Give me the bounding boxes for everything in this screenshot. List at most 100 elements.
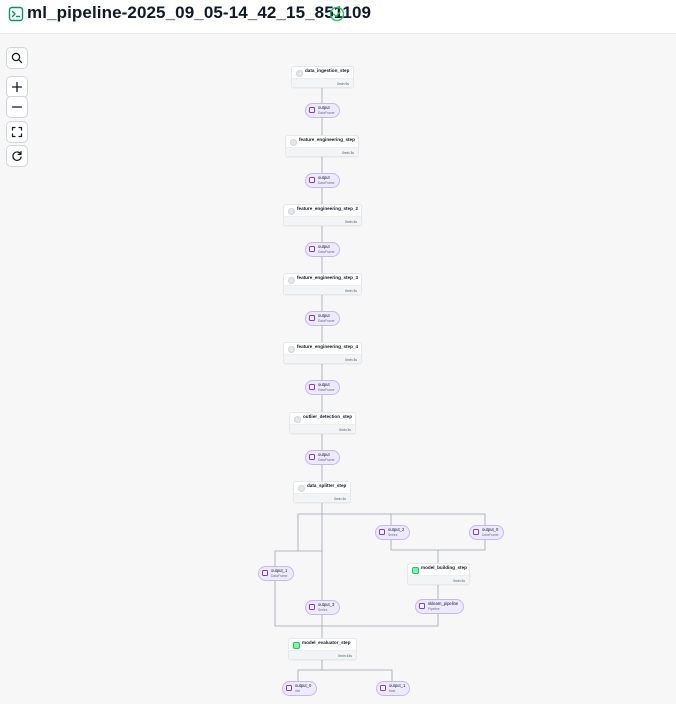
artifact-node[interactable]: output_0 dict bbox=[282, 681, 317, 696]
artifact-type: DataFrame bbox=[482, 533, 499, 537]
status-dot bbox=[288, 277, 295, 284]
artifact-name: output_3 bbox=[318, 602, 335, 607]
artifact-node[interactable]: output DataFrame bbox=[305, 450, 340, 465]
step-duration: 0min 4s bbox=[334, 497, 346, 501]
database-icon bbox=[262, 570, 268, 576]
database-icon bbox=[309, 107, 315, 113]
pipeline-step[interactable]: outlier_detection_step 0min 3s bbox=[289, 412, 356, 434]
page-header: ml_pipeline-2025_09_05-14_42_15_851109 bbox=[0, 0, 676, 34]
pipeline-step[interactable]: feature_engineering_step_2 0min 4s bbox=[283, 204, 362, 226]
dag-canvas[interactable]: data_ingestion_step 0min 9s feature_engi… bbox=[0, 34, 676, 704]
page-title: ml_pipeline-2025_09_05-14_42_15_851109 bbox=[27, 3, 372, 22]
database-icon bbox=[379, 529, 385, 535]
status-dot bbox=[290, 139, 297, 146]
artifact-type: DataFrame bbox=[318, 181, 335, 185]
step-name: feature_engineering_step_4 bbox=[297, 344, 359, 349]
edge bbox=[322, 612, 439, 627]
artifact-type: Series bbox=[318, 608, 328, 612]
artifact-name: sklearn_pipeline bbox=[428, 601, 459, 606]
database-icon bbox=[309, 315, 315, 321]
artifact-node[interactable]: output DataFrame bbox=[305, 380, 340, 395]
pipeline-icon bbox=[419, 603, 425, 609]
search-button[interactable] bbox=[6, 47, 28, 69]
artifact-type: Pipeline bbox=[428, 607, 440, 611]
database-icon bbox=[473, 529, 479, 535]
step-name: feature_engineering_step_3 bbox=[297, 275, 359, 280]
artifact-node[interactable]: output_0 DataFrame bbox=[469, 525, 504, 540]
check-circle-icon bbox=[329, 6, 345, 22]
step-name: feature_engineering_step_2 bbox=[297, 206, 359, 211]
edge bbox=[322, 669, 393, 681]
edge bbox=[390, 538, 486, 551]
artifact-type: float bbox=[389, 689, 396, 693]
step-duration: 0min 4s bbox=[345, 220, 357, 224]
artifact-node[interactable]: output_1 DataFrame bbox=[258, 566, 294, 581]
dag-edges bbox=[274, 86, 486, 681]
step-name: data_ingestion_step bbox=[305, 68, 350, 73]
pipeline-step[interactable]: model_building_step 0min 4s bbox=[407, 563, 470, 585]
database-icon bbox=[380, 685, 386, 691]
plus-icon bbox=[11, 81, 23, 93]
pipeline-step[interactable]: feature_engineering_step_4 0min 3s bbox=[283, 342, 362, 364]
artifact-node[interactable]: sklearn_pipeline Pipeline bbox=[415, 599, 464, 614]
step-name: data_splitter_step bbox=[307, 483, 347, 488]
pipeline-step[interactable]: data_ingestion_step 0min 9s bbox=[291, 66, 354, 88]
artifact-name: output bbox=[318, 244, 330, 249]
artifact-type: dict bbox=[295, 689, 301, 693]
pipeline-step[interactable]: data_splitter_step 0min 4s bbox=[293, 481, 351, 503]
terminal-icon bbox=[8, 6, 24, 22]
step-name: model_building_step bbox=[421, 565, 467, 570]
step-duration: 0min 3s bbox=[339, 428, 351, 432]
artifact-name: output_0 bbox=[295, 683, 312, 688]
artifact-node[interactable]: output DataFrame bbox=[305, 103, 340, 118]
artifact-node[interactable]: output_1 float bbox=[376, 681, 410, 696]
artifact-node[interactable]: output DataFrame bbox=[305, 242, 340, 257]
zoom-out-button[interactable] bbox=[6, 96, 28, 118]
step-duration: 0min 3s bbox=[342, 151, 354, 155]
artifact-name: output bbox=[318, 313, 330, 318]
artifact-type: Series bbox=[388, 533, 398, 537]
artifact-name: output_1 bbox=[389, 683, 406, 688]
artifact-name: output_1 bbox=[271, 568, 288, 573]
dict-icon bbox=[286, 685, 292, 691]
edge bbox=[274, 502, 323, 566]
database-icon bbox=[309, 246, 315, 252]
artifact-type: DataFrame bbox=[271, 574, 288, 578]
step-duration: 0min 9s bbox=[337, 82, 349, 86]
status-dot bbox=[288, 346, 295, 353]
artifact-node[interactable]: output_3 Series bbox=[305, 600, 340, 615]
pipeline-step[interactable]: feature_engineering_step 0min 3s bbox=[285, 135, 359, 157]
fit-view-button[interactable] bbox=[6, 121, 28, 143]
edge bbox=[322, 513, 486, 525]
step-duration: 0min 4s bbox=[453, 579, 465, 583]
minus-icon bbox=[11, 106, 23, 108]
refresh-button[interactable] bbox=[6, 145, 28, 167]
artifact-type: DataFrame bbox=[318, 319, 335, 323]
step-duration: 0min 3s bbox=[345, 358, 357, 362]
artifact-node[interactable]: output DataFrame bbox=[305, 173, 340, 188]
fullscreen-icon bbox=[11, 126, 23, 138]
artifact-name: output bbox=[318, 382, 330, 387]
status-dot bbox=[412, 567, 419, 574]
pipeline-step[interactable]: feature_engineering_step_3 0min 3s bbox=[283, 273, 362, 295]
artifact-name: output bbox=[318, 105, 330, 110]
database-icon bbox=[309, 604, 315, 610]
artifact-type: DataFrame bbox=[318, 250, 335, 254]
search-icon bbox=[11, 52, 23, 64]
edge bbox=[297, 658, 323, 681]
step-duration: 0min 3s bbox=[345, 289, 357, 293]
artifact-node[interactable]: output_2 Series bbox=[375, 525, 410, 540]
status-dot bbox=[293, 642, 300, 649]
status-dot bbox=[288, 208, 295, 215]
edge bbox=[274, 579, 322, 627]
database-icon bbox=[309, 454, 315, 460]
step-duration: 0min 44s bbox=[338, 654, 352, 658]
artifact-node[interactable]: output DataFrame bbox=[305, 311, 340, 326]
database-icon bbox=[309, 384, 315, 390]
artifact-type: DataFrame bbox=[318, 111, 335, 115]
status-dot bbox=[294, 416, 301, 423]
pipeline-step[interactable]: model_evaluator_step 0min 44s bbox=[288, 638, 357, 660]
database-icon bbox=[309, 177, 315, 183]
status-dot bbox=[296, 70, 303, 77]
step-name: model_evaluator_step bbox=[302, 640, 351, 645]
